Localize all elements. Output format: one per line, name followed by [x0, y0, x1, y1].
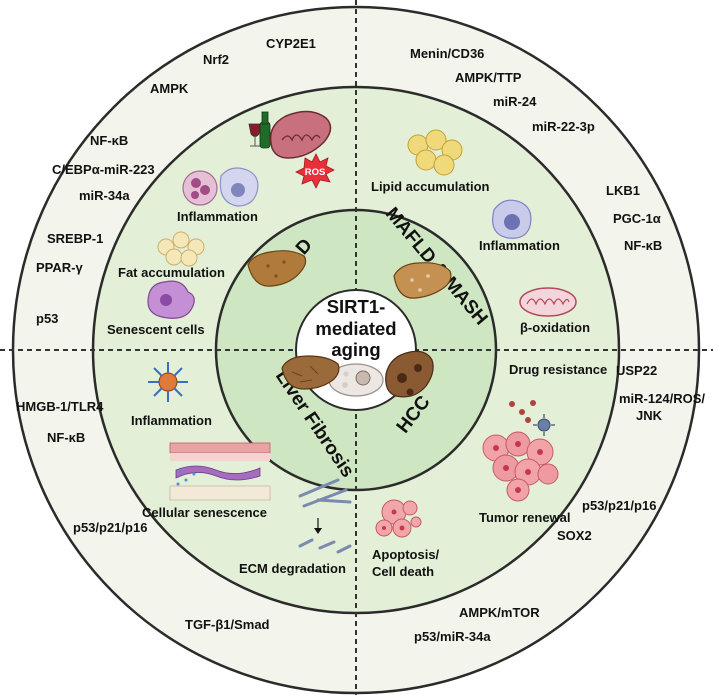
mafld-factor: miR-22-3p	[532, 119, 595, 134]
ald-factor: AMPK	[150, 81, 189, 96]
liver-icon-hcc	[385, 350, 434, 398]
hcc-factor: p53/miR-34a	[414, 629, 491, 644]
mafld-lipid-label: Lipid accumulation	[371, 179, 490, 194]
hcc-apoptosis-label-line1: Apoptosis/	[372, 547, 440, 562]
liver-icon-fibrosis	[281, 355, 340, 390]
ald-senescent-cells-label: Senescent cells	[107, 322, 205, 337]
mitochondria-icon-mafld	[519, 287, 577, 317]
fibrosis-outer-labels: HMGB-1/TLR4 NF-κB p53/p21/p16 TGF-β1/Sma…	[16, 399, 270, 632]
cell-icon	[328, 363, 384, 397]
fibrosis-inflammation-label: Inflammation	[131, 413, 212, 428]
senescence-tissue-icon	[169, 442, 271, 501]
ald-outer-labels: CYP2E1 Nrf2 AMPK NF-κB C/EBPα-miR-223 mi…	[36, 36, 316, 326]
ros-burst-icon: ROS	[295, 153, 335, 189]
hcc-factor: miR-124/ROS/	[619, 391, 705, 406]
hcc-factor: USP22	[616, 363, 657, 378]
center-title-line2: mediated	[315, 318, 396, 339]
mafld-factor: miR-24	[493, 94, 537, 109]
drug-particles-icon	[509, 400, 555, 436]
mafld-factor: AMPK/TTP	[455, 70, 522, 85]
hcc-factor: JNK	[636, 408, 663, 423]
alcohol-icon	[248, 111, 271, 149]
fibrosis-factor: NF-κB	[47, 430, 85, 445]
ecm-fibers-icon	[298, 478, 352, 554]
hcc-factor: p53/p21/p16	[582, 498, 656, 513]
mafld-factor: Menin/CD36	[410, 46, 484, 61]
ald-factor: miR-34a	[79, 188, 130, 203]
fibrosis-factor: TGF-β1/Smad	[185, 617, 270, 632]
mafld-factor: PGC-1α	[613, 211, 661, 226]
mitochondria-icon	[269, 110, 332, 159]
inflammation-virus-icon	[148, 362, 188, 402]
ald-factor: Nrf2	[203, 52, 229, 67]
liver-icon-ald	[247, 250, 307, 287]
fibrosis-factor: HMGB-1/TLR4	[16, 399, 104, 414]
ald-inflammation-label: Inflammation	[177, 209, 258, 224]
hcc-outer-labels: USP22 miR-124/ROS/ JNK p53/p21/p16 SOX2 …	[414, 363, 705, 644]
ald-factor: SREBP-1	[47, 231, 103, 246]
mafld-factor: LKB1	[606, 183, 640, 198]
ald-factor: C/EBPα-miR-223	[52, 162, 155, 177]
tumor-cluster-icon	[482, 431, 559, 502]
ald-factor: NF-κB	[90, 133, 128, 148]
fibrosis-senescence-label: Cellular senescence	[142, 505, 267, 520]
macrophage-icon-mafld	[492, 199, 532, 239]
fibrosis-ecm-label: ECM degradation	[239, 561, 346, 576]
hcc-drug-resistance-label: Drug resistance	[509, 362, 607, 377]
hcc-factor: AMPK/mTOR	[459, 605, 540, 620]
fibrosis-factor: p53/p21/p16	[73, 520, 147, 535]
ald-factor: PPAR-γ	[36, 260, 83, 275]
center-title-line3: aging	[331, 339, 380, 360]
senescent-cell-icon	[147, 280, 195, 319]
fat-droplets-icon	[157, 231, 205, 267]
hcc-factor: SOX2	[557, 528, 592, 543]
hcc-apoptosis-label-line2: Cell death	[372, 564, 434, 579]
center-title-line1: SIRT1-	[327, 296, 386, 317]
mafld-outer-labels: Menin/CD36 AMPK/TTP miR-24 miR-22-3p LKB…	[410, 46, 662, 253]
mafld-inflammation-label: Inflammation	[479, 238, 560, 253]
ald-fat-accumulation-label: Fat accumulation	[118, 265, 225, 280]
ald-factor: CYP2E1	[266, 36, 316, 51]
mafld-beta-oxidation-label: β-oxidation	[520, 320, 590, 335]
mafld-factor: NF-κB	[624, 238, 662, 253]
liver-icon-mafld	[393, 262, 452, 299]
ald-factor: p53	[36, 311, 58, 326]
lipid-droplets-icon	[407, 129, 463, 176]
hcc-tumor-renewal-label: Tumor renewal	[479, 510, 571, 525]
ros-label: ROS	[305, 167, 326, 178]
neutrophil-icon	[182, 170, 218, 206]
macrophage-icon	[219, 167, 259, 207]
apoptotic-cell-icon	[375, 499, 422, 538]
